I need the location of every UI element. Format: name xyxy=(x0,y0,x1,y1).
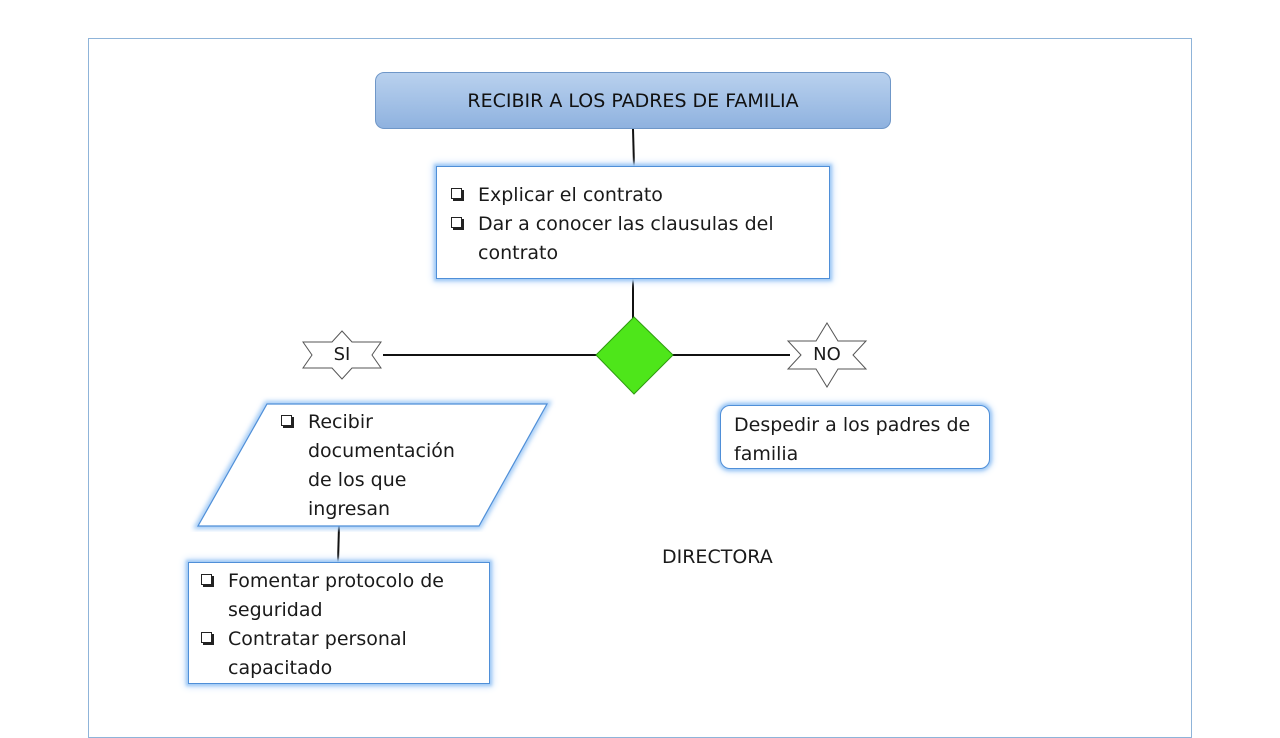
si-label: SI xyxy=(333,344,351,365)
list-item: Dar a conocer las clausulas del contrato xyxy=(449,210,817,268)
title-text: RECIBIR A LOS PADRES DE FAMILIA xyxy=(467,89,799,112)
no-label: NO xyxy=(813,344,841,365)
checkbox-bullet-icon xyxy=(451,188,462,199)
title-box: RECIBIR A LOS PADRES DE FAMILIA xyxy=(375,72,891,129)
receive-docs-box: Recibir documentación de los que ingresa… xyxy=(279,408,479,524)
dismiss-parents-box: Despedir a los padres de familia xyxy=(720,405,990,469)
security-list: Fomentar protocolo de seguridad Contrata… xyxy=(199,567,479,683)
decision-diamond xyxy=(595,316,674,395)
connector-receive-to-security xyxy=(337,525,340,563)
checkbox-bullet-icon xyxy=(201,574,212,585)
receive-list: Recibir documentación de los que ingresa… xyxy=(279,408,479,524)
connector-lines xyxy=(302,128,868,563)
checkbox-bullet-icon xyxy=(451,217,462,228)
list-item: Recibir documentación de los que ingresa… xyxy=(279,408,468,524)
role-label: DIRECTORA xyxy=(662,546,773,568)
explain-contract-box: Explicar el contrato Dar a conocer las c… xyxy=(436,166,830,279)
explain-list: Explicar el contrato Dar a conocer las c… xyxy=(449,181,817,268)
checkbox-bullet-icon xyxy=(281,415,292,426)
no-star xyxy=(786,322,868,388)
security-box: Fomentar protocolo de seguridad Contrata… xyxy=(188,562,490,684)
list-item: Fomentar protocolo de seguridad xyxy=(199,567,479,625)
receive-parallelogram xyxy=(192,401,553,529)
dismiss-text: Despedir a los padres de familia xyxy=(734,414,971,465)
si-star xyxy=(302,330,382,380)
connector-title-to-explain xyxy=(632,128,635,167)
list-item: Contratar personal capacitado xyxy=(199,625,479,683)
checkbox-bullet-icon xyxy=(201,632,212,643)
list-item: Explicar el contrato xyxy=(449,181,817,210)
